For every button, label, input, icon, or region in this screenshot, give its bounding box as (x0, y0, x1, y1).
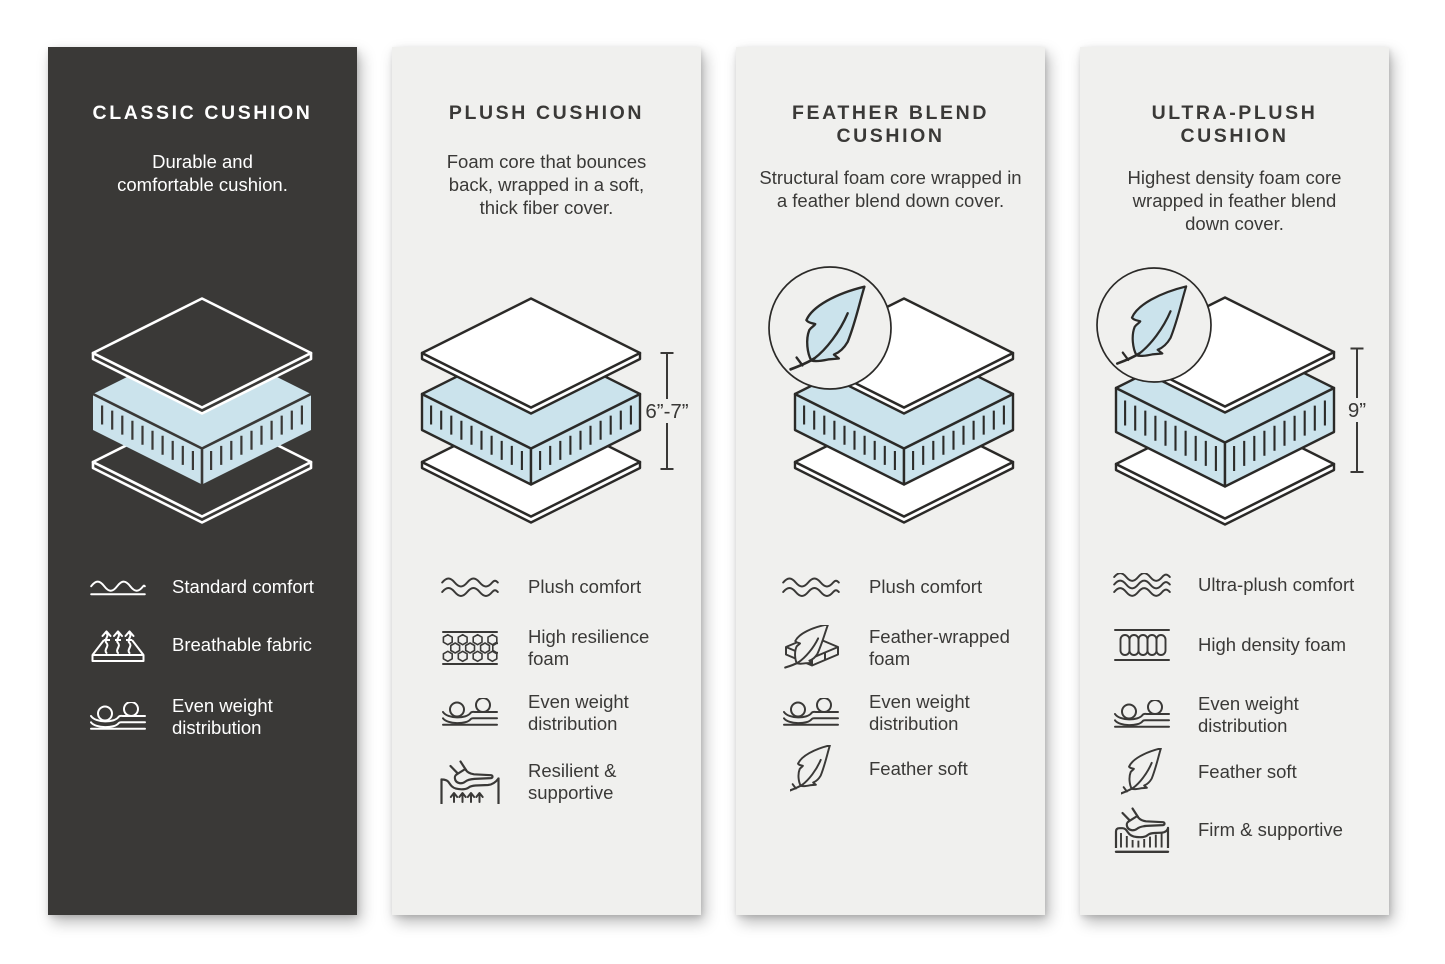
feature-row: Plush comfort (436, 565, 687, 609)
feather-badge (768, 266, 892, 390)
even-weight-icon-glyph (90, 702, 146, 733)
feather-icon (777, 745, 845, 793)
feature-row: Resilient &supportive (436, 760, 687, 804)
panel-title: CLASSIC CUSHION (92, 102, 313, 124)
feature-row: Plush comfort (777, 565, 1031, 609)
dimension-label: 9” (1348, 399, 1366, 422)
honeycomb-foam-icon (436, 629, 504, 667)
high-density-foam-icon (1108, 627, 1176, 663)
cushion-layers-illustration (91, 297, 313, 524)
feature-label: Breathable fabric (172, 634, 312, 655)
even-weight-icon (436, 698, 504, 729)
feature-row: Ultra-plush comfort (1108, 563, 1375, 607)
top-cover-layer (420, 297, 642, 415)
feature-label: Plush comfort (869, 576, 983, 597)
wave-double-icon (777, 577, 845, 597)
honeycomb-foam-icon-glyph (442, 629, 498, 667)
feather-badge (1096, 267, 1212, 383)
even-weight-icon-glyph (442, 698, 498, 729)
dimension-label: 6”-7” (645, 400, 688, 423)
feature-label: Feather soft (869, 758, 968, 779)
even-weight-icon-glyph (783, 698, 839, 729)
even-weight-icon-glyph (1114, 700, 1170, 731)
cushion-layers-illustration: 6”-7” (420, 297, 689, 524)
feather-icon-glyph (1121, 748, 1163, 796)
dimension-indicator: 6”-7” (645, 352, 689, 470)
even-weight-icon (84, 702, 152, 733)
feather-icon (789, 285, 866, 371)
firm-supportive-icon (1108, 806, 1176, 854)
feature-row: Feather soft (777, 747, 1031, 791)
feather-wrapped-foam-icon (777, 625, 845, 671)
wave-single-icon-glyph (90, 579, 146, 596)
wave-double-icon-glyph (441, 577, 499, 597)
feather-icon (1108, 748, 1176, 796)
wave-double-icon-glyph (782, 577, 840, 597)
feather-icon (1115, 285, 1188, 365)
cushion-layers-illustration: 9” (1096, 267, 1366, 526)
firm-supportive-icon-glyph (1113, 806, 1171, 854)
feature-label: Standard comfort (172, 576, 314, 597)
even-weight-icon (1108, 700, 1176, 731)
breathable-fabric-icon (84, 624, 152, 666)
breathable-fabric-icon-glyph (91, 624, 145, 666)
wave-double-icon (436, 577, 504, 597)
feather-wrapped-foam-icon-glyph (780, 625, 842, 671)
wave-single-icon (84, 579, 152, 596)
feature-label: High density foam (1198, 634, 1347, 655)
resilient-icon-glyph (439, 760, 501, 804)
feature-row: Standard comfort (84, 565, 343, 609)
panel-plush-cushion: 6”-7” PLUSH CUSHION Foam core that bounc… (392, 47, 701, 915)
wave-triple-icon-glyph (1113, 573, 1171, 597)
feather-icon-glyph (790, 745, 832, 793)
feature-row: High density foam (1108, 623, 1375, 667)
feature-label: Firm & supportive (1198, 819, 1343, 840)
feature-label: Ultra-plush comfort (1198, 574, 1355, 595)
feature-label: Plush comfort (528, 576, 642, 597)
high-density-foam-icon-glyph (1114, 627, 1170, 663)
feature-row: Firm & supportive (1108, 808, 1375, 852)
feature-label: Feather soft (1198, 761, 1297, 782)
feature-row: Feather soft (1108, 750, 1375, 794)
cushion-layers-illustration (768, 266, 1015, 524)
top-cover-layer (91, 297, 313, 415)
dimension-indicator: 9” (1348, 347, 1366, 473)
panel-title: PLUSH CUSHION (448, 102, 645, 124)
even-weight-icon (777, 698, 845, 729)
feature-label: Resilient &supportive (528, 760, 617, 803)
wave-triple-icon (1108, 573, 1176, 597)
feature-row: Breathable fabric (84, 623, 343, 667)
resilient-icon (436, 760, 504, 804)
